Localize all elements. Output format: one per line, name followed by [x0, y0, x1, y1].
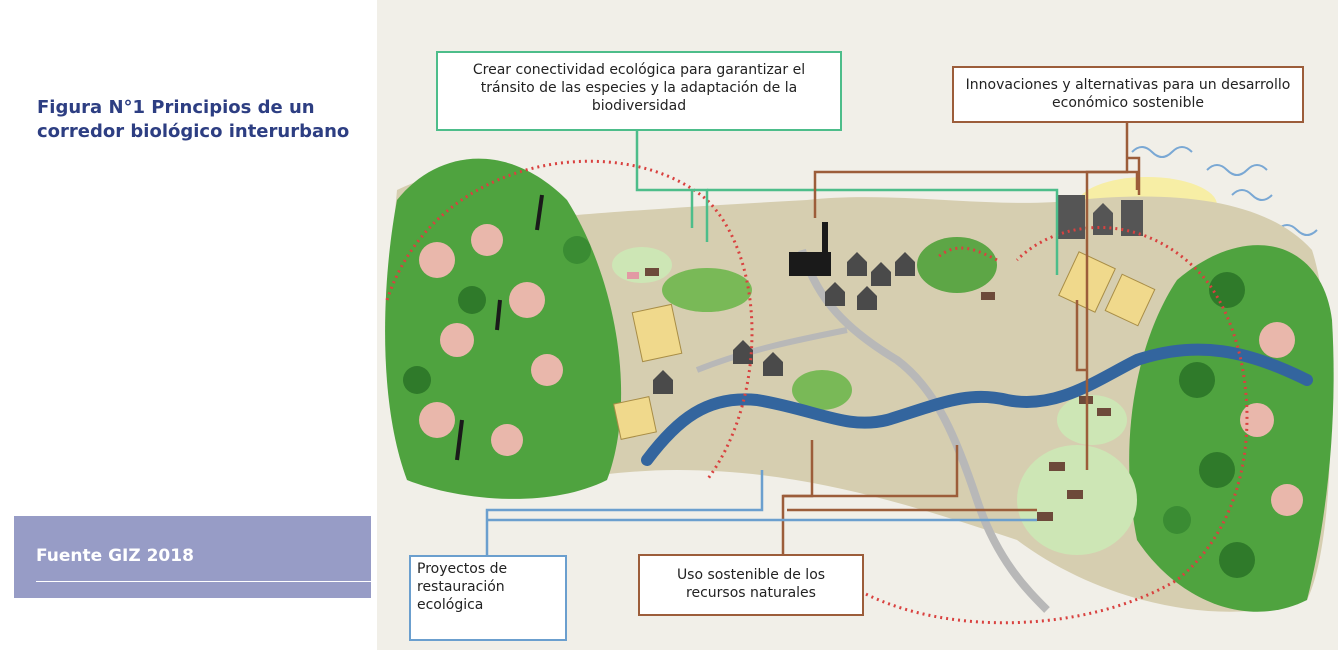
connector-lines-green: [635, 131, 1059, 275]
connectivity-dotted-arc-mid: [935, 246, 998, 262]
callout-sustainable-use: Uso sostenible de los recursos naturales: [638, 554, 864, 616]
road: [798, 248, 1050, 613]
source-divider: [36, 581, 371, 582]
connector-lines-blue: [485, 470, 1037, 555]
connectivity-dotted-arc-left: [385, 159, 754, 481]
callout-restoration: Proyectos de restauración ecológica: [409, 555, 567, 641]
city-buildings: [1057, 195, 1143, 239]
palm-trees: [455, 194, 544, 461]
sky-waves: [1131, 146, 1318, 236]
corridor-illustration: Crear conectividad ecológica para garant…: [377, 0, 1338, 650]
source-label: Fuente GIZ 2018: [36, 546, 194, 566]
source-panel: [14, 516, 371, 598]
tree-canopies: [403, 224, 1303, 578]
corridor-map: [385, 123, 1334, 625]
factory: [789, 222, 831, 276]
connectivity-dotted-arc-right: [815, 226, 1249, 625]
river: [641, 343, 1313, 466]
connector-lines-brown: [781, 123, 1141, 554]
figure-caption: Figura N°1 Principios de un corredor bio…: [37, 97, 350, 142]
callout-innovation: Innovaciones y alternativas para un desa…: [952, 66, 1304, 123]
callout-connectivity: Crear conectividad ecológica para garant…: [436, 51, 842, 131]
road-branch: [695, 327, 848, 373]
crop-fields: [613, 251, 1156, 440]
village-houses: [653, 252, 915, 394]
